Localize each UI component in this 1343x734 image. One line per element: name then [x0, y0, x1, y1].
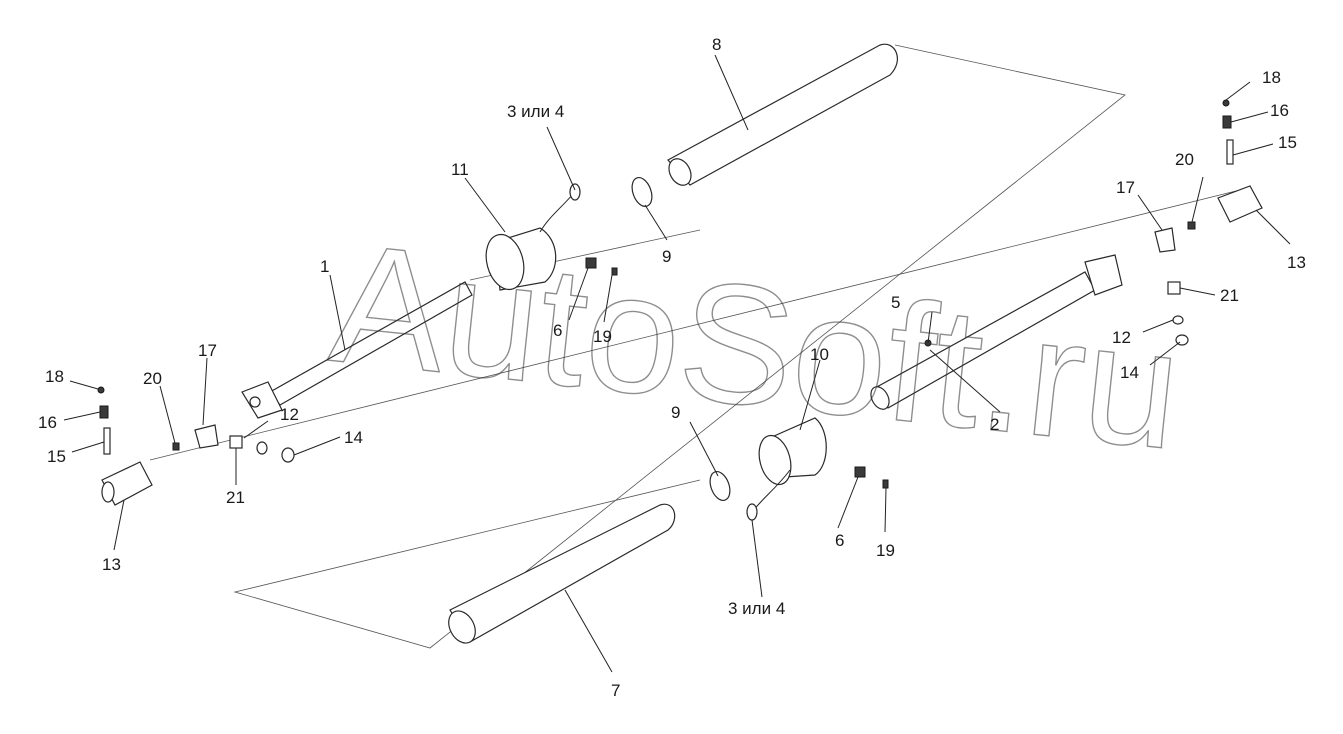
label-part-12-right: 12 — [1112, 328, 1131, 347]
label-part-20-right: 20 — [1175, 150, 1194, 169]
label-part-18-left: 18 — [45, 367, 64, 386]
label-part-13-left: 13 — [102, 555, 121, 574]
outer-shaft — [870, 254, 1123, 410]
inner-shaft — [241, 281, 473, 419]
bearing-ring-lower — [709, 470, 731, 502]
hardware-center — [585, 257, 889, 489]
label-part-8: 8 — [712, 35, 721, 54]
label-part-9-lower: 9 — [671, 403, 680, 422]
label-part-21-left: 21 — [226, 488, 245, 507]
label-part-6-upper: 6 — [553, 321, 562, 340]
label-part-2: 2 — [990, 415, 999, 434]
label-part-5: 5 — [891, 293, 900, 312]
safety-chain-upper — [539, 183, 581, 233]
callout-labels: 1 2 3 или 4 3 или 4 5 6 6 7 8 9 9 10 11 … — [38, 35, 1306, 700]
label-part-11: 11 — [451, 160, 469, 179]
label-part-9-upper: 9 — [662, 247, 671, 266]
label-part-17-left: 17 — [198, 341, 217, 360]
label-part-20-left: 20 — [143, 369, 162, 388]
guard-cone-upper — [485, 227, 557, 291]
label-part-3-lower: 3 или 4 — [728, 599, 785, 618]
label-part-19-upper: 19 — [593, 327, 612, 346]
label-part-16-left: 16 — [38, 413, 57, 432]
hardware-left — [97, 386, 295, 506]
guard-cone-lower — [758, 417, 827, 486]
protective-tube-lower — [448, 503, 676, 644]
label-part-21-right: 21 — [1220, 286, 1239, 305]
label-part-19-lower: 19 — [876, 541, 895, 560]
bearing-ring-upper — [631, 176, 653, 208]
watermark-text: AutoSoft.ru — [323, 208, 1189, 486]
protective-tube-upper — [667, 43, 898, 186]
leader-lines — [63, 54, 1291, 673]
label-part-15-right: 15 — [1278, 133, 1297, 152]
label-part-18-right: 18 — [1262, 68, 1281, 87]
label-part-7: 7 — [611, 681, 620, 700]
label-part-17-right: 17 — [1116, 178, 1135, 197]
label-part-16-right: 16 — [1270, 101, 1289, 120]
label-part-15-left: 15 — [47, 447, 66, 466]
label-part-14-right: 14 — [1120, 363, 1139, 382]
label-part-1: 1 — [320, 257, 329, 276]
hardware-right — [924, 99, 1263, 347]
label-part-6-lower: 6 — [835, 531, 844, 550]
label-part-13-right: 13 — [1287, 253, 1306, 272]
label-part-10: 10 — [810, 345, 829, 364]
label-part-3-upper: 3 или 4 — [507, 102, 564, 121]
label-part-12-left: 12 — [280, 405, 299, 424]
label-part-14-left: 14 — [344, 428, 363, 447]
